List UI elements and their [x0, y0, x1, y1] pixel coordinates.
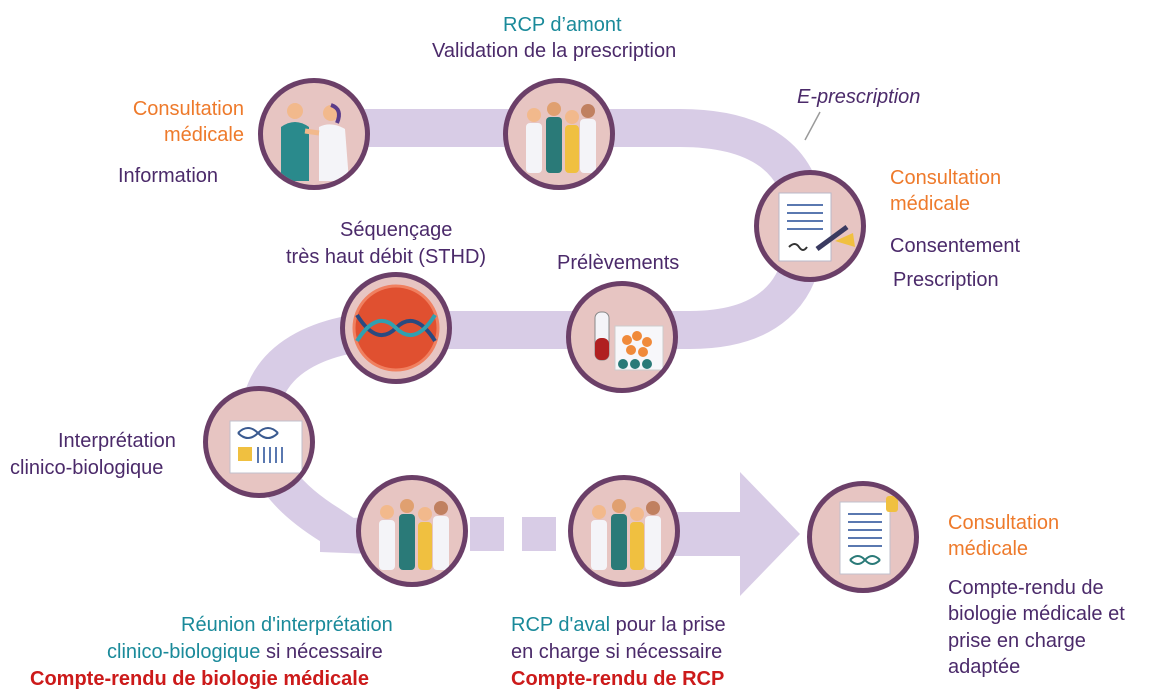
doctor-patient-icon	[281, 103, 349, 181]
medical-team-icon	[379, 499, 449, 570]
rcp-aval-line1: RCP d'aval pour la prise	[511, 612, 726, 638]
consult2-sub2: Prescription	[893, 269, 999, 291]
reunion-result: Compte-rendu de biologie médicale	[30, 668, 369, 690]
medical-team-icon	[591, 499, 661, 570]
node-interpretation	[203, 386, 315, 498]
node-rcp-aval	[568, 475, 680, 587]
consult3-sub: Compte-rendu de biologie médicale et pri…	[948, 577, 1125, 679]
rcp-aval-line2: en charge si nécessaire	[511, 641, 723, 663]
consult2-sub1: Consentement	[890, 235, 1021, 257]
dna-sequencing-icon	[352, 284, 440, 372]
reunion-line2-rest: si nécessaire	[260, 641, 383, 663]
eprescription-label: E-prescription	[797, 86, 921, 108]
reunion-line2: clinico-biologique si nécessaire	[107, 639, 383, 665]
interpretation-line1: Interprétation	[58, 430, 176, 452]
dna-report-icon	[229, 420, 303, 474]
consult1-sub: Information	[118, 165, 219, 187]
rcp-aval-result: Compte-rendu de RCP	[511, 668, 725, 690]
consult1-title-text: Consultation médicale	[132, 98, 244, 147]
sthd-line1: Séquençage	[340, 219, 453, 241]
reunion-line1: Réunion d'interprétation	[181, 614, 393, 636]
consult3-title: Consultation médicale	[948, 512, 1060, 561]
node-rcp-amont	[503, 78, 615, 190]
consult2-title: Consultation médicale	[890, 167, 1002, 216]
signing-document-icon	[778, 192, 855, 262]
node-consultation-consentement	[754, 170, 866, 282]
sthd-line2: très haut débit (STHD)	[286, 246, 487, 268]
dna-report-icon	[839, 496, 898, 575]
rcp-amont-line2: Validation de la prescription	[432, 40, 677, 62]
rcp-aval-line1-rest: pour la prise	[610, 614, 726, 636]
node-consultation-information	[258, 78, 370, 190]
rcp-aval-line1-teal: RCP d'aval	[511, 614, 611, 636]
reunion-line2-teal: clinico-biologique	[107, 641, 261, 663]
node-consultation-finale	[807, 481, 919, 593]
node-prelevements	[566, 281, 678, 393]
node-sequencage	[340, 272, 452, 384]
rcp-amont-line1: RCP d’amont	[503, 14, 622, 36]
consult1-title: Consultation médicale	[104, 96, 244, 149]
interpretation-line2: clinico-biologique	[10, 457, 164, 479]
node-reunion-interpretation	[356, 475, 468, 587]
samples-icon	[594, 311, 664, 371]
medical-team-icon	[526, 102, 596, 173]
prelevements-label: Prélèvements	[557, 252, 680, 274]
